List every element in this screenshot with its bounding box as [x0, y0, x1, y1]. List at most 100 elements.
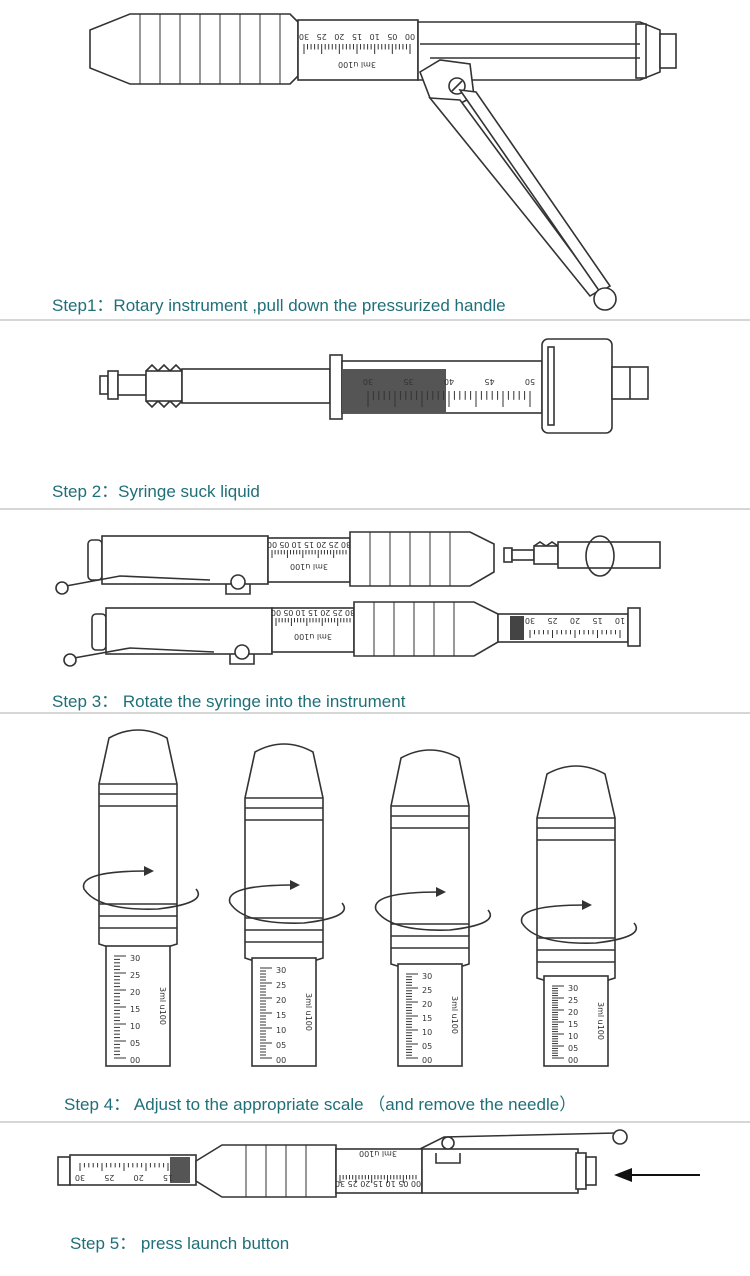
scale-tick-label: 15: [308, 608, 318, 617]
scale-tick-label: 20: [130, 988, 140, 997]
scale-tick-label: 15: [130, 1005, 140, 1014]
scale-tick-label: 05: [398, 1179, 408, 1188]
step4-device-4: 30 25 20 15 10 05 00 3ml u100: [520, 765, 637, 1067]
scale-tick-label: 30: [335, 1179, 345, 1188]
scale-tick-label: 20: [360, 1179, 370, 1188]
step4-illustration: 30 25 20 15 10 05 00 3ml u100 30 25 20 15 10 05 00 3ml …: [82, 729, 637, 1067]
scale-tick-label: 25: [547, 616, 557, 625]
scale-unit-label: 3ml u100: [359, 1149, 397, 1158]
scale-tick-label: 25: [348, 1179, 358, 1188]
scale-tick-label: 25: [104, 1173, 114, 1182]
scale-tick-label: 10: [130, 1022, 140, 1031]
scale-tick-label: 00: [422, 1056, 432, 1065]
scale-tick-label: 30: [525, 616, 535, 625]
scale-tick-label: 25: [130, 971, 140, 980]
scale-tick-label: 25: [333, 608, 343, 617]
scale-tick-label: 15: [568, 1020, 578, 1029]
scale-tick-label: 30: [299, 32, 309, 41]
scale-unit-label: 3ml u100: [290, 562, 328, 571]
scale-unit-label: 3ml u100: [158, 987, 167, 1025]
scale-tick-label: 25: [276, 981, 286, 990]
scale-tick-label: 25: [422, 986, 432, 995]
scale-tick-label: 05: [387, 32, 397, 41]
step4-panel: 30 25 20 15 10 05 00 3ml u100 30 25 20 15 10 05 00 3ml …: [0, 714, 750, 1120]
scale-tick-label: 45: [484, 377, 494, 386]
scale-tick-label: 15: [352, 32, 362, 41]
scale-tick-label: 05: [279, 540, 289, 549]
scale-unit-label: 3ml u100: [596, 1002, 605, 1040]
scale-unit-label: 3ml u100: [338, 60, 376, 69]
step1-caption: Step1：Rotary instrument ,pull down the p…: [52, 296, 506, 315]
scale-tick-label: 30: [75, 1173, 85, 1182]
scale-tick-label: 00: [271, 608, 281, 617]
scale-unit-label: 3ml u100: [450, 996, 459, 1034]
step2-panel: 30 35 40 45 50 Step 2：Syringe suck liquid: [0, 321, 750, 509]
scale-tick-label: 30: [345, 608, 355, 617]
scale-tick-label: 40: [444, 377, 454, 386]
scale-tick-label: 20: [134, 1173, 144, 1182]
scale-tick-label: 25: [568, 996, 578, 1005]
scale-tick-label: 30: [130, 954, 140, 963]
scale-tick-label: 15: [163, 1173, 173, 1182]
scale-tick-label: 20: [570, 616, 580, 625]
scale-tick-label: 05: [130, 1039, 140, 1048]
step4-caption: Step 4： Adjust to the appropriate scale …: [64, 1095, 577, 1114]
scale-tick-label: 20: [320, 608, 330, 617]
step2-illustration: 30 35 40 45 50: [99, 338, 649, 434]
step2-caption: Step 2：Syringe suck liquid: [52, 482, 260, 501]
scale-tick-label: 15: [276, 1011, 286, 1020]
step3-caption: Step 3： Rotate the syringe into the inst…: [52, 692, 406, 711]
scale-tick-label: 50: [525, 377, 535, 386]
scale-tick-label: 15: [373, 1179, 383, 1188]
scale-tick-label: 30: [568, 984, 578, 993]
scale-tick-label: 20: [422, 1000, 432, 1009]
scale-tick-label: 25: [317, 32, 327, 41]
scale-tick-label: 30: [363, 377, 373, 386]
scale-tick-label: 00: [568, 1056, 578, 1065]
scale-tick-label: 00: [411, 1179, 421, 1188]
scale-tick-label: 15: [592, 616, 602, 625]
scale-tick-label: 10: [386, 1179, 396, 1188]
scale-tick-label: 05: [568, 1044, 578, 1053]
scale-tick-label: 10: [296, 608, 306, 617]
scale-tick-label: 05: [422, 1042, 432, 1051]
scale-tick-label: 30: [422, 972, 432, 981]
scale-tick-label: 35: [403, 377, 413, 386]
scale-tick-label: 30: [276, 966, 286, 975]
scale-tick-label: 05: [276, 1041, 286, 1050]
step4-device-2: 30 25 20 15 10 05 00 3ml u100: [228, 743, 345, 1067]
scale-tick-label: 10: [276, 1026, 286, 1035]
scale-unit-label: 3ml u100: [294, 632, 332, 641]
scale-tick-label: 10: [422, 1028, 432, 1037]
scale-tick-label: 20: [334, 32, 344, 41]
scale-tick-label: 20: [276, 996, 286, 1005]
step4-device-3: 30 25 20 15 10 05 00 3ml u100: [374, 749, 491, 1067]
step5-caption: Step 5： press launch button: [70, 1234, 290, 1253]
scale-tick-label: 20: [316, 540, 326, 549]
divider-4: [0, 1121, 750, 1123]
divider-2: [0, 508, 750, 510]
scale-tick-label: 00: [405, 32, 415, 41]
scale-tick-label: 15: [422, 1014, 432, 1023]
scale-tick-label: 10: [615, 616, 625, 625]
scale-tick-label: 00: [130, 1056, 140, 1065]
scale-tick-label: 00: [267, 540, 277, 549]
divider-1: [0, 319, 750, 321]
scale-tick-label: 30: [341, 540, 351, 549]
divider-3: [0, 712, 750, 714]
scale-unit-label: 3ml u100: [304, 993, 313, 1031]
scale-tick-label: 05: [283, 608, 293, 617]
scale-tick-label: 20: [568, 1008, 578, 1017]
scale-tick-label: 15: [304, 540, 314, 549]
scale-tick-label: 00: [276, 1056, 286, 1065]
step4-device-1: 30 25 20 15 10 05 00 3ml u100: [82, 729, 199, 1067]
scale-tick-label: 10: [292, 540, 302, 549]
scale-tick-label: 25: [329, 540, 339, 549]
scale-tick-label: 10: [568, 1032, 578, 1041]
